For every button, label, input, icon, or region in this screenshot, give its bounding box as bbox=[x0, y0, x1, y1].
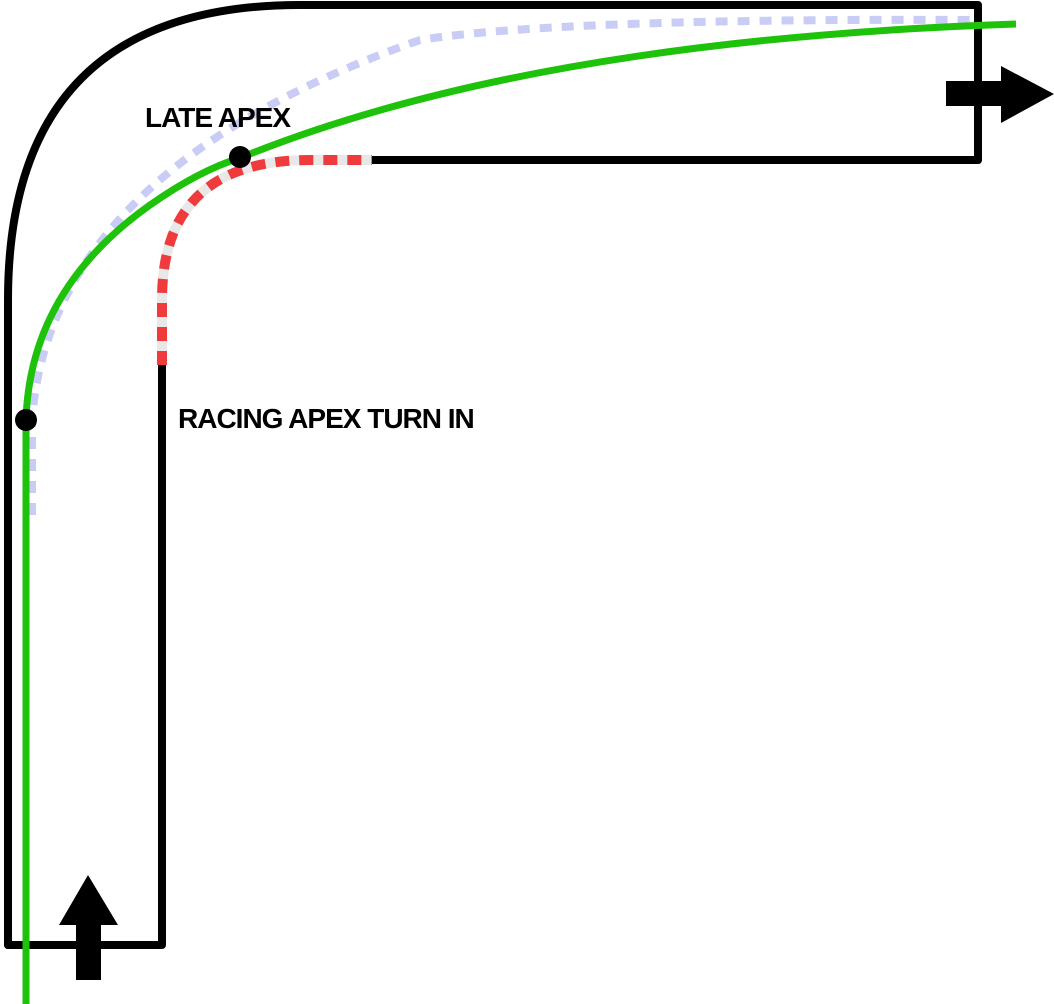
turn-in-marker bbox=[15, 409, 37, 431]
late-apex-marker bbox=[229, 146, 251, 168]
arrow-right-icon bbox=[946, 66, 1054, 123]
geometric-line-dotted bbox=[28, 15, 979, 515]
outer-track-edge bbox=[4, 1, 982, 949]
inner-kerb-base bbox=[157, 155, 372, 365]
racing-apex-turn-in-label: RACING APEX TURN IN bbox=[178, 403, 474, 434]
late-apex-label: LATE APEX bbox=[145, 102, 291, 133]
inner-track-edge-vertical bbox=[4, 361, 166, 949]
racing-line bbox=[22, 20, 1017, 1004]
arrow-up-icon bbox=[59, 875, 118, 980]
inner-kerb-red bbox=[157, 155, 372, 365]
